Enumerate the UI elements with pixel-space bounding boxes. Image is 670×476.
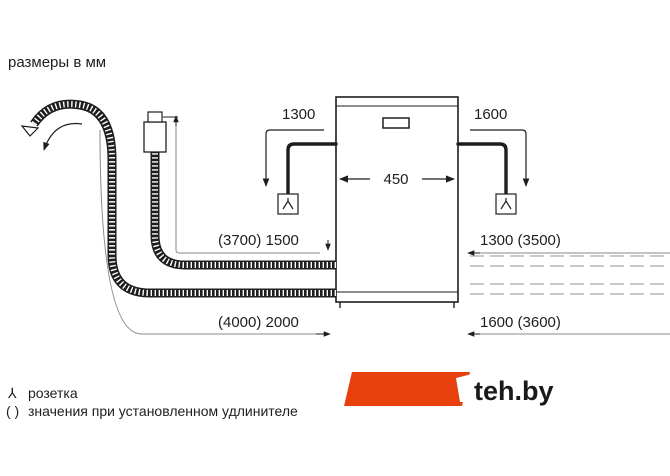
drain-outlet-icon — [20, 125, 40, 137]
door-handle — [382, 117, 410, 129]
tap-connector-icon — [143, 121, 167, 153]
left-bottom-value: (4000) 2000 — [218, 314, 299, 331]
watermark-accent-bar — [344, 372, 470, 406]
legend-extension-symbol: ( ) — [6, 403, 19, 419]
drain-height-arrow — [43, 122, 83, 151]
width-value: 450 — [383, 171, 408, 188]
left-cable-reach-arrow — [262, 129, 324, 187]
right-cable-reach-arrow — [470, 129, 530, 187]
width-dimension: 450 — [339, 171, 455, 188]
watermark-text: teh.by — [474, 376, 554, 406]
drain-hose: (4000) 2000 — [20, 99, 336, 337]
inlet-hose: (3700) 1500 — [143, 111, 336, 270]
left-power-cable: 1300 — [262, 106, 338, 215]
left-mid-value: (3700) 1500 — [218, 232, 299, 249]
dishwasher-body — [335, 96, 459, 308]
inlet-reach-line — [175, 117, 320, 254]
left-socket-icon — [277, 193, 299, 215]
right-top-value: 1600 — [474, 106, 507, 123]
legend-socket-label: розетка — [28, 385, 78, 401]
left-top-value: 1300 — [282, 106, 315, 123]
legend: ⅄ розетка ( ) значения при установленном… — [6, 385, 298, 419]
right-mid-value: 1300 (3500) — [480, 232, 561, 249]
right-power-cable: 1600 — [456, 106, 530, 215]
right-socket-icon — [495, 193, 517, 215]
legend-extension-label: значения при установленном удлинителе — [28, 403, 298, 419]
units-label: размеры в мм — [8, 54, 106, 71]
watermark-logo: teh.by — [344, 372, 554, 406]
right-bottom-value: 1600 (3600) — [480, 314, 561, 331]
legend-socket-symbol: ⅄ — [7, 385, 17, 401]
right-extension-lines: 1300 (3500) 1600 (3600) — [467, 232, 670, 337]
drain-reach-line — [99, 129, 324, 335]
